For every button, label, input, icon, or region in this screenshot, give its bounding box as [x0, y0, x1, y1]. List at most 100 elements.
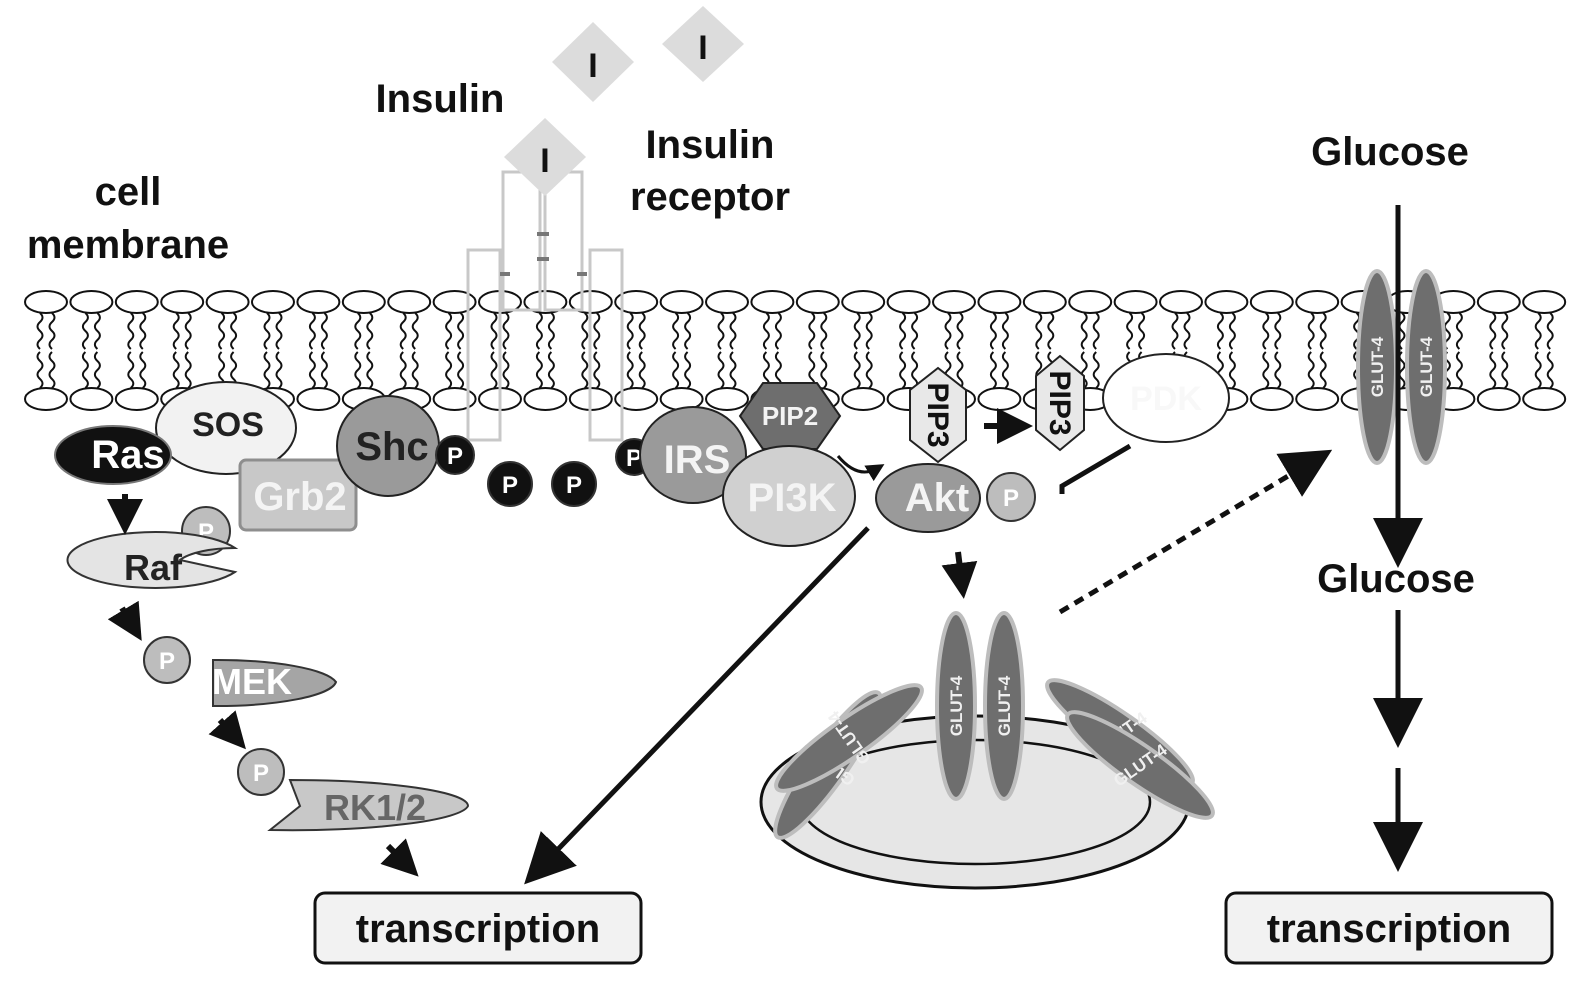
- phosphate-group: P: [551, 461, 597, 507]
- raf: Raf: [66, 531, 239, 589]
- lipid-head: [977, 387, 1022, 411]
- lipid-tail: [81, 312, 89, 350]
- lipid-tail: [581, 312, 589, 350]
- lipid-head: [523, 387, 568, 411]
- svg-text:PIP3: PIP3: [921, 382, 954, 447]
- lipid-tail: [354, 351, 362, 389]
- lipid-tail: [184, 351, 192, 389]
- phosphate-group: P: [435, 435, 475, 475]
- lipid-tail: [1546, 312, 1554, 350]
- lipid-tail: [1274, 351, 1282, 389]
- lipid-tail: [81, 351, 89, 389]
- lipid-tail: [684, 312, 692, 350]
- lipid-tail: [1092, 312, 1100, 350]
- lipid-head: [614, 290, 659, 314]
- lipid-tail: [899, 351, 907, 389]
- glucose-inside-label: Glucose: [1317, 557, 1475, 601]
- lipid-tail: [1319, 351, 1327, 389]
- phosphate-label: P: [253, 760, 269, 787]
- lipid-tail: [445, 351, 453, 389]
- lipid-tail: [48, 351, 56, 389]
- lipid-head: [659, 290, 704, 314]
- lipid-tail: [308, 312, 316, 350]
- svg-text:Akt: Akt: [905, 476, 969, 520]
- glut4-translocation-dashed-arrow: [1058, 449, 1333, 615]
- insulin-molecule-2: I: [662, 6, 744, 82]
- lipid-head: [114, 290, 159, 314]
- lipid-tail: [490, 351, 498, 389]
- lipid-tail: [1546, 351, 1554, 389]
- lipid-tail: [184, 312, 192, 350]
- lipid-head: [705, 387, 749, 411]
- pip3-2: PIP3: [1035, 354, 1085, 452]
- transcription-box-left: transcription: [313, 891, 643, 965]
- phosphate-group: P: [237, 748, 285, 796]
- phosphate-group: P: [487, 461, 533, 507]
- insulin-molecule-1: I: [552, 22, 634, 102]
- akt: Akt: [875, 463, 981, 533]
- lipid-tail: [729, 312, 737, 350]
- lipid-tail: [172, 312, 180, 350]
- lipid-head: [24, 290, 68, 314]
- lipid-tail: [93, 312, 101, 350]
- svg-text:PI3K: PI3K: [748, 476, 837, 520]
- lipid-tail: [1455, 351, 1463, 389]
- lipid-tail: [1035, 312, 1043, 350]
- lipid-tail: [853, 351, 861, 389]
- phosphate-label: P: [447, 443, 463, 470]
- svg-text:PIP2: PIP2: [762, 401, 818, 431]
- vesicle-glut4: GLUT-4: [774, 683, 924, 793]
- lipid-head: [296, 387, 341, 411]
- lipid-tail: [1489, 351, 1497, 389]
- pi3k: PI3K: [722, 445, 856, 547]
- lipid-tail: [1319, 312, 1327, 350]
- svg-text:PIP3: PIP3: [1043, 370, 1076, 435]
- lipid-tail: [1307, 351, 1315, 389]
- lipid-tail: [899, 312, 907, 350]
- glut4-label: GLUT-4: [995, 675, 1014, 736]
- lipid-head: [114, 387, 159, 411]
- lipid-head: [886, 290, 931, 314]
- glut4-label: GLUT-4: [947, 675, 966, 736]
- lipid-tail: [535, 351, 543, 389]
- lipid-tail: [638, 351, 646, 389]
- lipid-tail: [36, 351, 44, 389]
- lipid-tail: [1047, 312, 1055, 350]
- lipid-tail: [1001, 312, 1009, 350]
- ras: Ras: [54, 425, 172, 485]
- lipid-tail: [535, 312, 543, 350]
- lipid-tail: [672, 312, 680, 350]
- lipid-tail: [944, 312, 952, 350]
- glut4-vesicle: [759, 714, 1191, 890]
- lipid-tail: [1534, 312, 1542, 350]
- lipid-tail: [774, 351, 782, 389]
- lipid-tail: [1307, 312, 1315, 350]
- lipid-head: [341, 290, 386, 314]
- lipid-tail: [320, 312, 328, 350]
- lipid-tail: [320, 351, 328, 389]
- lipid-tail: [1262, 312, 1270, 350]
- lipid-head: [387, 290, 432, 314]
- lipid-tail: [729, 351, 737, 389]
- lipid-tail: [820, 312, 828, 350]
- lipid-tail: [1455, 312, 1463, 350]
- receptor-ticks: [500, 232, 587, 276]
- insulin-receptor-label-line2: receptor: [630, 175, 790, 219]
- lipid-tail: [411, 351, 419, 389]
- sos: SOS: [155, 381, 297, 475]
- svg-text:PDK: PDK: [1130, 380, 1202, 418]
- lipid-tail: [762, 312, 770, 350]
- lipid-tail: [1216, 312, 1224, 350]
- lipid-head: [1522, 290, 1567, 314]
- lipid-head: [205, 290, 250, 314]
- lipid-head: [432, 290, 477, 314]
- lipid-tail: [808, 351, 816, 389]
- lipid-head: [1113, 290, 1158, 314]
- insulin-receptor: [466, 170, 624, 442]
- lipid-tail: [989, 351, 997, 389]
- irs: IRS: [639, 406, 747, 504]
- lipid-tail: [1080, 312, 1088, 350]
- lipid-tail: [127, 351, 135, 389]
